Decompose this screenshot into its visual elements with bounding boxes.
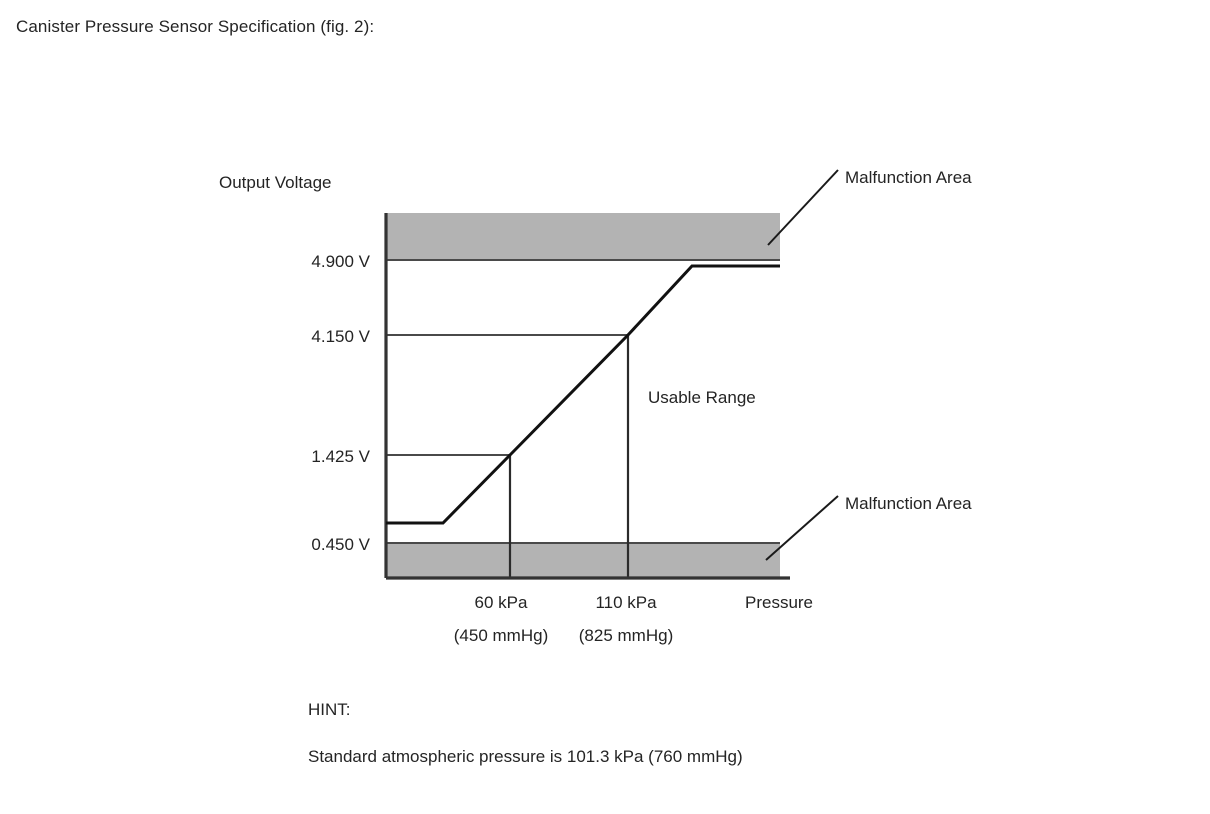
sensor-output-curve <box>386 264 780 525</box>
y-tick-label-4900v: 4.900 V <box>311 252 370 271</box>
figure-caption: Canister Pressure Sensor Specification (… <box>16 17 375 36</box>
y-tick-label-4150v: 4.150 V <box>311 327 370 346</box>
malfunction-lower-label: Malfunction Area <box>845 494 972 513</box>
x-tick-sublabel-60kpa: (450 mmHg) <box>454 626 548 645</box>
malfunction-lower-leader-line <box>765 495 839 561</box>
hint-text: Standard atmospheric pressure is 101.3 k… <box>308 747 743 766</box>
x-tick-label-110kpa: 110 kPa <box>595 593 657 612</box>
malfunction-upper-leader-line <box>767 169 839 246</box>
x-tick-sublabel-110kpa: (825 mmHg) <box>579 626 673 645</box>
y-tick-label-0450v: 0.450 V <box>311 535 370 554</box>
malfunction-upper-label: Malfunction Area <box>845 168 972 187</box>
x-axis-title: Pressure <box>745 593 813 612</box>
y-tick-label-1425v: 1.425 V <box>311 447 370 466</box>
malfunction-band-upper <box>386 213 780 260</box>
y-axis-title: Output Voltage <box>219 173 331 192</box>
x-tick-label-60kpa: 60 kPa <box>475 593 528 612</box>
hint-title: HINT: <box>308 700 351 719</box>
usable-range-label: Usable Range <box>648 388 756 407</box>
malfunction-band-lower <box>386 543 780 578</box>
